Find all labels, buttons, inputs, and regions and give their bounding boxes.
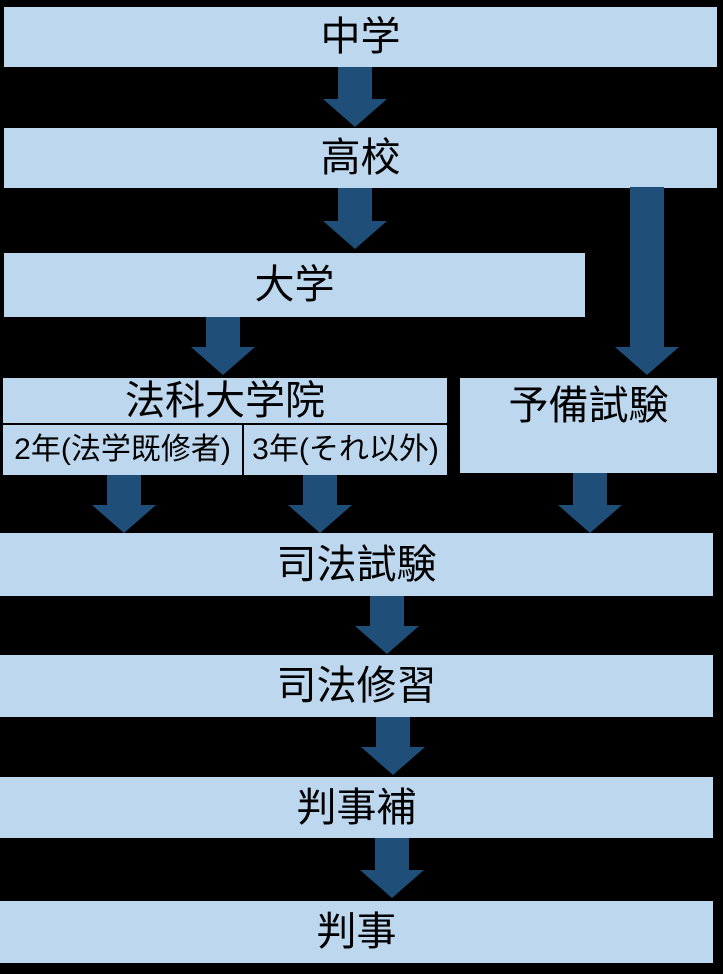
node-university: 大学 — [4, 253, 585, 317]
junior-high-school-label: 中学 — [320, 15, 401, 59]
legal-training-label: 司法修習 — [276, 664, 437, 708]
node-law-school: 法科大学院 2年(法学既修者) 3年(それ以外) — [3, 378, 447, 475]
law-school-track-2yr-cell: 2年(法学既修者) — [3, 425, 244, 475]
bar-exam-to-legal-training-arrow-icon — [355, 596, 419, 654]
assistant-judge-to-judge-arrow-icon — [360, 838, 424, 898]
university-to-law-school-arrow-icon — [191, 317, 255, 375]
law-school-3yr-to-bar-exam-arrow-icon — [288, 475, 352, 533]
law-school-label: 法科大学院 — [125, 378, 325, 423]
high-school-label: 高校 — [320, 136, 401, 180]
node-legal-training: 司法修習 — [0, 655, 713, 717]
law-school-2yr-to-bar-exam-arrow-icon — [92, 475, 156, 533]
legal-training-to-assistant-judge-arrow-icon — [361, 717, 425, 775]
junior-high-to-high-school-arrow-icon — [323, 67, 387, 127]
assistant-judge-label: 判事補 — [296, 785, 417, 830]
node-junior-high-school: 中学 — [4, 7, 717, 67]
law-school-track-3yr-label: 3年(それ以外) — [252, 433, 439, 466]
law-school-track-3yr-cell: 3年(それ以外) — [244, 425, 447, 475]
node-high-school: 高校 — [4, 128, 717, 188]
bar-exam-label: 司法試験 — [276, 542, 437, 587]
university-label: 大学 — [254, 263, 335, 307]
preliminary-exam-label: 予備試験 — [508, 384, 669, 428]
node-bar-exam: 司法試験 — [0, 533, 713, 596]
judge-label: 判事 — [316, 910, 397, 954]
law-school-tracks-row: 2年(法学既修者) 3年(それ以外) — [3, 425, 447, 475]
node-preliminary-exam: 予備試験 — [460, 378, 717, 473]
high-school-to-preliminary-exam-arrow-icon — [615, 187, 679, 375]
node-assistant-judge: 判事補 — [0, 777, 713, 838]
high-school-to-university-arrow-icon — [323, 188, 387, 249]
preliminary-exam-to-bar-exam-arrow-icon — [558, 473, 622, 533]
law-school-track-2yr-label: 2年(法学既修者) — [14, 433, 231, 466]
law-school-header: 法科大学院 — [3, 378, 447, 425]
node-judge: 判事 — [0, 901, 713, 963]
